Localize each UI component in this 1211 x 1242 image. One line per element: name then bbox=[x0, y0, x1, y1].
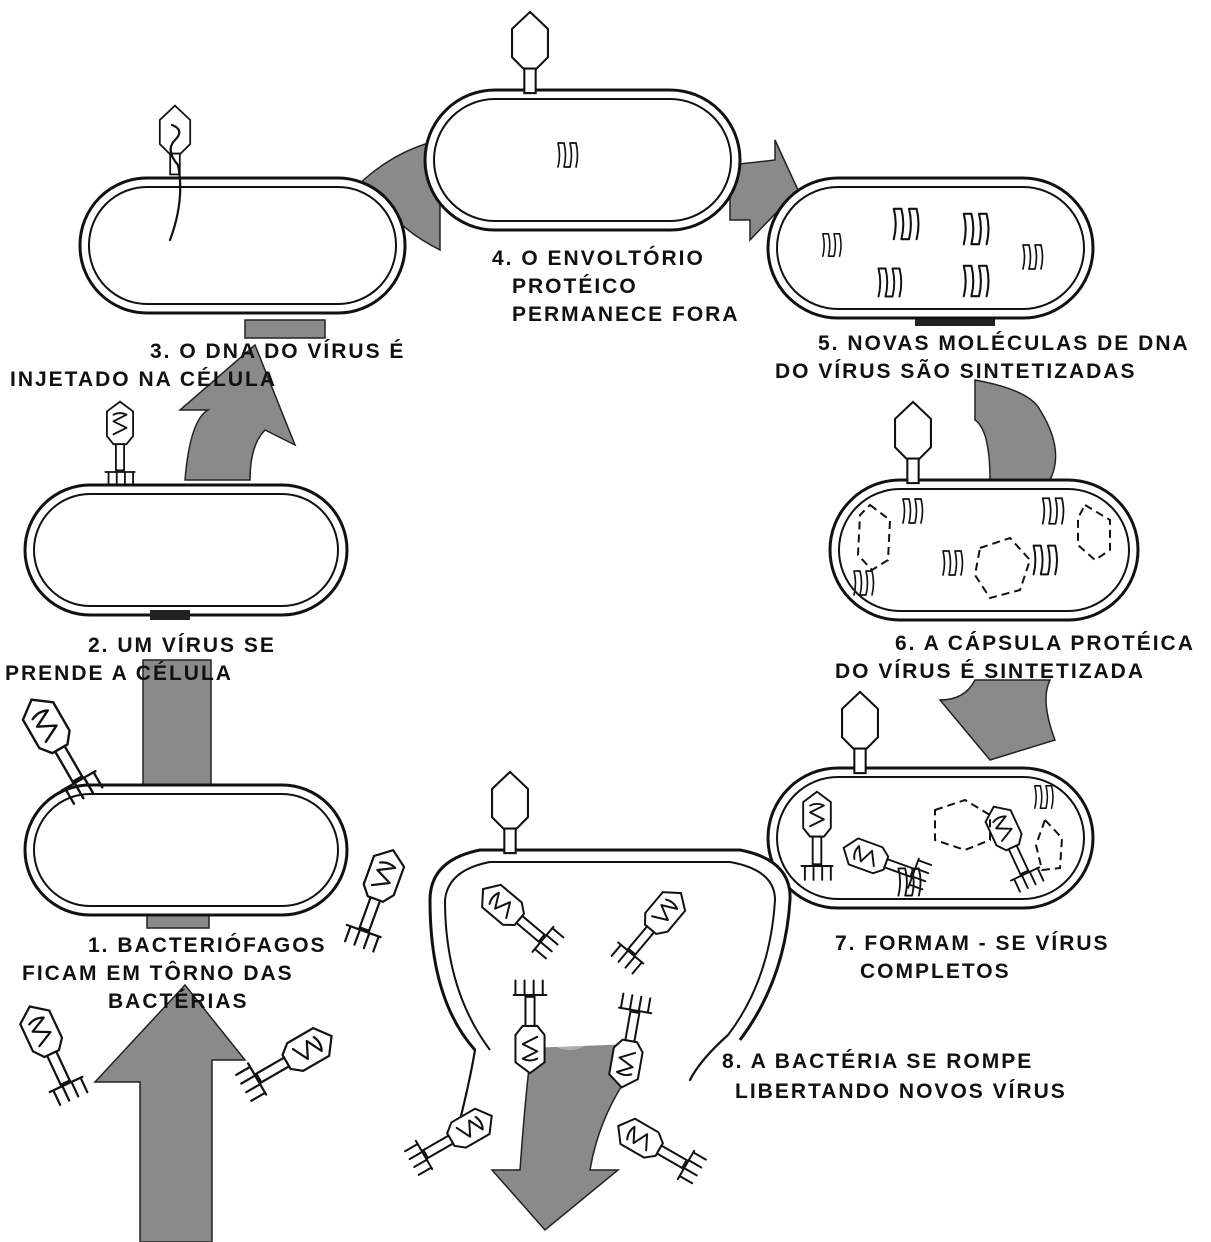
caption-step1: 1. BACTERIÓFAGOS FICAM EM TÔRNO DAS BACT… bbox=[22, 933, 327, 1013]
caption-num: 7. bbox=[835, 932, 857, 955]
caption-step5: 5. NOVAS MOLÉCULAS DE DNA DO VÍRUS SÃO S… bbox=[775, 332, 1190, 383]
caption-line: FORMAM - SE VÍRUS bbox=[864, 932, 1109, 955]
caption-step7: 7. FORMAM - SE VÍRUS COMPLETOS bbox=[835, 932, 1110, 983]
caption-num: 2. bbox=[88, 634, 110, 657]
caption-num: 4. bbox=[492, 247, 514, 270]
phage-icon bbox=[13, 688, 106, 808]
cell-step7 bbox=[766, 690, 1095, 910]
caption-line: A CÁPSULA PROTÉICA bbox=[924, 632, 1195, 655]
arrow-3-base bbox=[244, 319, 326, 339]
svg-text:1. BACTERIÓFAGOS: 1. BACTERIÓFAGOS bbox=[88, 933, 327, 957]
phage-icon bbox=[340, 842, 412, 954]
caption-line: PRENDE A CÉLULA bbox=[5, 662, 233, 685]
caption-line: UM VÍRUS SE bbox=[117, 634, 276, 657]
svg-text:6. A CÁPSULA PROTÉICA: 6. A CÁPSULA PROTÉICA bbox=[895, 632, 1195, 655]
arrow-1-up bbox=[93, 983, 247, 1242]
caption-line: DO VÍRUS SÃO SINTETIZADAS bbox=[775, 360, 1137, 383]
caption-step2: 2. UM VÍRUS SE PRENDE A CÉLULA bbox=[5, 634, 276, 685]
arrow-7-down bbox=[938, 679, 1056, 761]
cell-step1 bbox=[12, 688, 412, 1108]
caption-step3: 3. O DNA DO VÍRUS É INJETADO NA CÉLULA bbox=[10, 340, 405, 391]
caption-line: COMPLETOS bbox=[860, 960, 1011, 983]
caption-num: 1. bbox=[88, 934, 110, 957]
svg-text:3. O DNA DO VÍRUS É: 3. O DNA DO VÍRUS É bbox=[150, 340, 405, 363]
caption-line: BACTÉRIAS bbox=[108, 990, 249, 1013]
phage-icon bbox=[104, 400, 136, 487]
phage-icon bbox=[233, 1019, 342, 1104]
caption-line: FICAM EM TÔRNO DAS bbox=[22, 961, 294, 985]
caption-num: 5. bbox=[818, 332, 840, 355]
arrow-2-up bbox=[142, 659, 212, 791]
caption-line: PROTÉICO bbox=[512, 275, 638, 298]
cell-step8-ruptured bbox=[402, 770, 792, 1188]
svg-text:5. NOVAS MOLÉCULAS DE DNA: 5. NOVAS MOLÉCULAS DE DNA bbox=[818, 332, 1190, 355]
empty-capsid-icon bbox=[510, 10, 550, 95]
svg-text:7. FORMAM - SE VÍRUS: 7. FORMAM - SE VÍRUS bbox=[835, 932, 1110, 955]
phage-icon bbox=[12, 997, 91, 1108]
caption-line: DO VÍRUS É SINTETIZADA bbox=[835, 660, 1145, 683]
caption-line: BACTERIÓFAGOS bbox=[117, 933, 326, 957]
caption-line: PERMANECE FORA bbox=[512, 303, 740, 326]
cell-step3 bbox=[78, 104, 407, 315]
arrow-5-right bbox=[729, 139, 799, 242]
svg-text:4. O ENVOLTÓRIO: 4. O ENVOLTÓRIO bbox=[492, 246, 705, 270]
viral-dna-strand bbox=[168, 123, 182, 242]
caption-step6: 6. A CÁPSULA PROTÉICA DO VÍRUS É SINTETI… bbox=[835, 632, 1195, 683]
svg-text:2. UM VÍRUS SE: 2. UM VÍRUS SE bbox=[88, 634, 276, 657]
svg-text:8. A BACTÉRIA SE ROMPE: 8. A BACTÉRIA SE ROMPE bbox=[722, 1050, 1033, 1073]
caption-step8: 8. A BACTÉRIA SE ROMPE LIBERTANDO NOVOS … bbox=[722, 1050, 1067, 1103]
phage-icon bbox=[608, 1110, 708, 1188]
cell-step4 bbox=[423, 10, 742, 232]
empty-capsid-icon bbox=[893, 400, 933, 485]
empty-capsid-icon bbox=[490, 770, 530, 855]
caption-num: 3. bbox=[150, 340, 172, 363]
cell-step5 bbox=[766, 176, 1095, 320]
caption-line: LIBERTANDO NOVOS VÍRUS bbox=[735, 1080, 1067, 1103]
arrow-6-down bbox=[974, 379, 1057, 481]
cell-step6 bbox=[828, 400, 1140, 622]
caption-step4: 4. O ENVOLTÓRIO PROTÉICO PERMANECE FORA bbox=[492, 246, 740, 326]
caption-line: INJETADO NA CÉLULA bbox=[10, 368, 277, 391]
caption-line: A BACTÉRIA SE ROMPE bbox=[751, 1050, 1034, 1073]
arrow-3-up bbox=[177, 343, 297, 481]
caption-line: O ENVOLTÓRIO bbox=[521, 246, 704, 270]
caption-num: 8. bbox=[722, 1050, 744, 1073]
caption-num: 6. bbox=[895, 632, 917, 655]
caption-line: O DNA DO VÍRUS É bbox=[179, 340, 405, 363]
phage-icon bbox=[402, 1100, 502, 1178]
caption-line: NOVAS MOLÉCULAS DE DNA bbox=[847, 332, 1189, 355]
empty-capsid-icon bbox=[840, 690, 880, 775]
cell-step2 bbox=[23, 400, 349, 620]
